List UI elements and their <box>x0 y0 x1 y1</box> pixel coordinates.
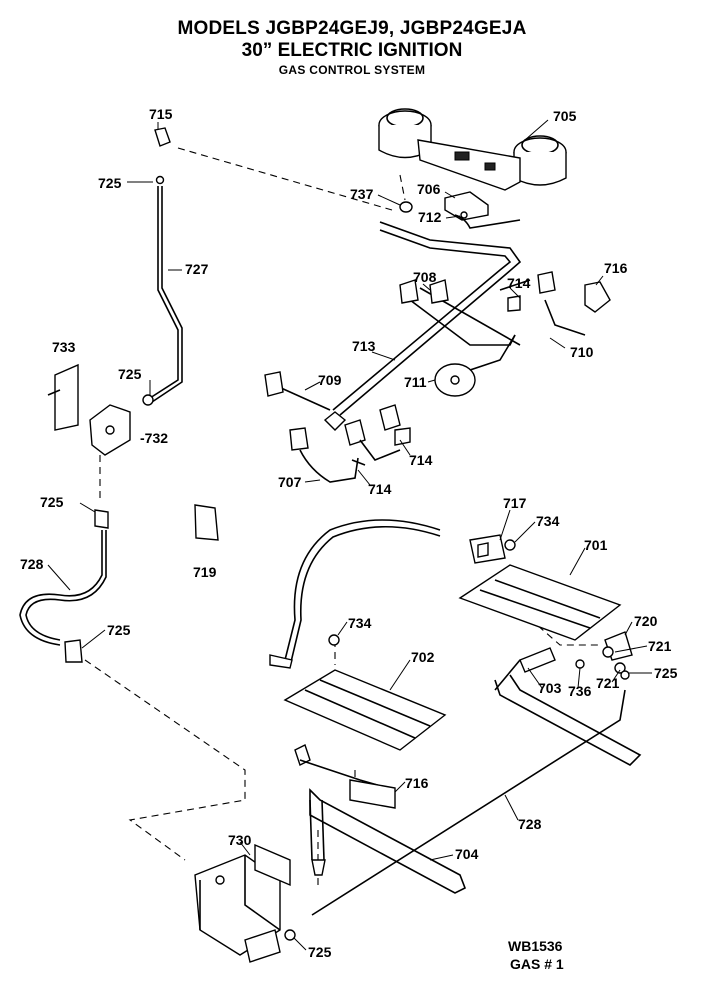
part-label-733: 733 <box>52 339 76 355</box>
diagram-subtitle-ignition: 30” ELECTRIC IGNITION <box>241 40 463 61</box>
diagram-title-models: MODELS JGBP24GEJ9, JGBP24GEJA <box>177 18 527 39</box>
gas-control-valve <box>194 843 296 963</box>
part-label-736: 736 <box>568 683 592 699</box>
dashed-assembly-line <box>177 147 393 211</box>
part-label-727: 727 <box>185 261 209 277</box>
part-label-711: 711 <box>404 374 427 390</box>
part-label-712: 712 <box>418 209 442 225</box>
part-label-725: 725 <box>40 494 64 510</box>
part-label-710: 710 <box>570 344 594 360</box>
part-label-725: 725 <box>98 175 122 191</box>
part-label-709: 709 <box>318 372 342 388</box>
part-label-728: 728 <box>20 556 44 572</box>
lower-tubing <box>294 674 642 916</box>
ignitor-harness <box>269 519 516 669</box>
oven-broil-burners <box>283 564 622 751</box>
leader-lines <box>47 119 652 951</box>
part-label-706: 706 <box>417 181 441 197</box>
valves-lower <box>289 404 411 483</box>
part-label-705: 705 <box>553 108 577 124</box>
manifold-assembly <box>264 221 522 431</box>
part-label-713: 713 <box>352 338 376 354</box>
part-label-714: 714 <box>409 452 433 468</box>
top-burner-assembly <box>378 108 567 191</box>
part-label-734: 734 <box>536 513 560 529</box>
part-label-720: 720 <box>634 613 658 629</box>
part-label-716: 716 <box>405 775 429 791</box>
part-label-716: 716 <box>604 260 628 276</box>
dashed-assembly-line <box>399 174 406 201</box>
valves-upper <box>399 271 611 336</box>
part-label-721: 721 <box>648 638 672 654</box>
part-label-728: 728 <box>518 816 542 832</box>
part-label-704: 704 <box>455 846 479 862</box>
burner-hardware <box>399 191 521 229</box>
part-label-725: 725 <box>118 366 142 382</box>
part-label-725: 725 <box>107 622 131 638</box>
part-label-714: 714 <box>507 275 531 291</box>
part-label-714: 714 <box>368 481 392 497</box>
right-fittings <box>494 631 633 691</box>
diagram-subtitle-system: GAS CONTROL SYSTEM <box>278 63 426 77</box>
part-label-708: 708 <box>413 269 437 285</box>
part-label-725: 725 <box>308 944 332 960</box>
part-label-732: -732 <box>140 430 168 446</box>
part-label-717: 717 <box>503 495 527 511</box>
part-label-715: 715 <box>149 106 173 122</box>
left-tubing <box>19 127 219 663</box>
part-label-703: 703 <box>538 680 562 696</box>
part-label-719: 719 <box>193 564 217 580</box>
part-label-702: 702 <box>411 649 435 665</box>
part-label-734: 734 <box>348 615 372 631</box>
part-label-725: 725 <box>654 665 678 681</box>
thermocouple-and-spreader <box>434 334 516 397</box>
dashed-assembly-line <box>84 659 246 861</box>
part-label-737: 737 <box>350 186 374 202</box>
diagram-sheet-label: GAS # 1 <box>510 956 564 972</box>
part-label-707: 707 <box>278 474 302 490</box>
part-label-730: 730 <box>228 832 252 848</box>
part-label-721: 721 <box>596 675 620 691</box>
diagram-code: WB1536 <box>508 938 563 954</box>
part-label-701: 701 <box>584 537 608 553</box>
